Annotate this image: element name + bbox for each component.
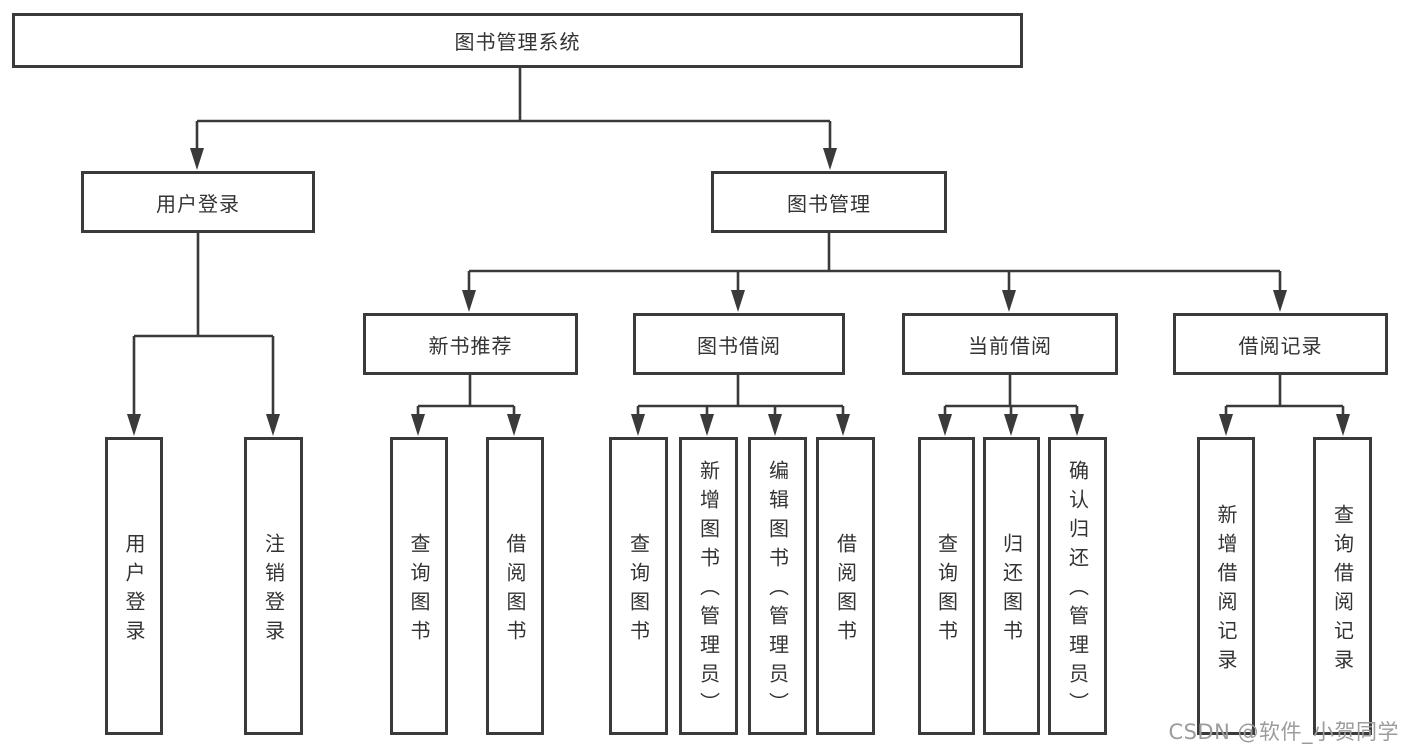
node-new-book-recommendation: 新书推荐 [363,313,578,375]
arrowhead [266,414,280,436]
watermark-text: CSDN @软件_小贺同学 [1168,720,1399,744]
leaf-logout-login-label: 注销登录 [261,532,286,649]
leaf-cb-query-books: 查询图书 [918,437,975,735]
arrowhead [127,414,141,436]
arrowhead [768,414,782,436]
leaf-br-add-borrow-record: 新增借阅记录 [1197,437,1255,735]
leaf-cb-confirm-return-admin-label: 确认归还（管理员） [1065,460,1090,721]
leaf-bb-add-books-admin-label: 新增图书（管理员） [696,460,721,721]
leaf-bb-edit-books-admin-label: 编辑图书（管理员） [765,460,790,721]
arrowhead [1004,414,1018,436]
node-book-management-label: 图书管理 [787,191,871,216]
arrowhead [411,414,425,436]
arrowhead [700,414,714,436]
leaf-bb-query-books-label: 查询图书 [626,532,651,649]
leaf-bb-borrow-books: 借阅图书 [816,437,875,735]
leaf-user-login: 用户登录 [105,437,163,735]
arrowhead [731,290,745,312]
arrowhead [1070,414,1084,436]
arrowhead [1219,414,1233,436]
leaf-bb-borrow-books-label: 借阅图书 [833,532,858,649]
leaf-br-query-borrow-record: 查询借阅记录 [1313,437,1372,735]
node-user-login: 用户登录 [81,171,315,233]
leaf-bb-add-books-admin: 新增图书（管理员） [679,437,738,735]
node-borrowing-records-label: 借阅记录 [1238,333,1323,358]
node-current-borrowing: 当前借阅 [902,313,1118,375]
node-new-book-recommendation-label: 新书推荐 [428,333,513,358]
arrowhead [190,148,204,170]
arrowhead [1273,290,1287,312]
node-book-borrowing-label: 图书借阅 [697,333,781,358]
arrowhead [938,414,952,436]
leaf-cb-query-books-label: 查询图书 [934,532,959,649]
arrowhead [462,290,476,312]
node-book-management: 图书管理 [711,171,947,233]
leaf-logout-login: 注销登录 [244,437,303,735]
node-user-login-label: 用户登录 [156,191,240,216]
arrowhead [836,414,850,436]
leaf-nbr-borrow-books-label: 借阅图书 [503,532,527,649]
leaf-bb-query-books: 查询图书 [609,437,668,735]
tree-edges [132,68,1345,420]
leaf-nbr-query-books-label: 查询图书 [407,532,431,649]
arrowhead [631,414,645,436]
node-book-borrowing: 图书借阅 [633,313,845,375]
leaf-cb-return-books-label: 归还图书 [999,532,1024,649]
leaf-nbr-borrow-books: 借阅图书 [486,437,544,735]
arrowhead [1336,414,1350,436]
arrowhead [1002,290,1016,312]
node-current-borrowing-label: 当前借阅 [968,333,1052,358]
node-root: 图书管理系统 [12,13,1023,68]
leaf-user-login-label: 用户登录 [122,532,146,649]
leaf-cb-confirm-return-admin: 确认归还（管理员） [1048,437,1107,735]
leaf-bb-edit-books-admin: 编辑图书（管理员） [748,437,807,735]
watermark: CSDN @软件_小贺同学 [1168,716,1399,746]
leaf-nbr-query-books: 查询图书 [390,437,448,735]
leaf-br-add-borrow-record-label: 新增借阅记录 [1214,503,1238,678]
leaf-cb-return-books: 归还图书 [983,437,1040,735]
leaf-br-query-borrow-record-label: 查询借阅记录 [1330,503,1355,678]
arrowhead [507,414,521,436]
node-borrowing-records: 借阅记录 [1173,313,1388,375]
node-root-label: 图书管理系统 [454,30,581,54]
arrowhead [823,148,837,170]
